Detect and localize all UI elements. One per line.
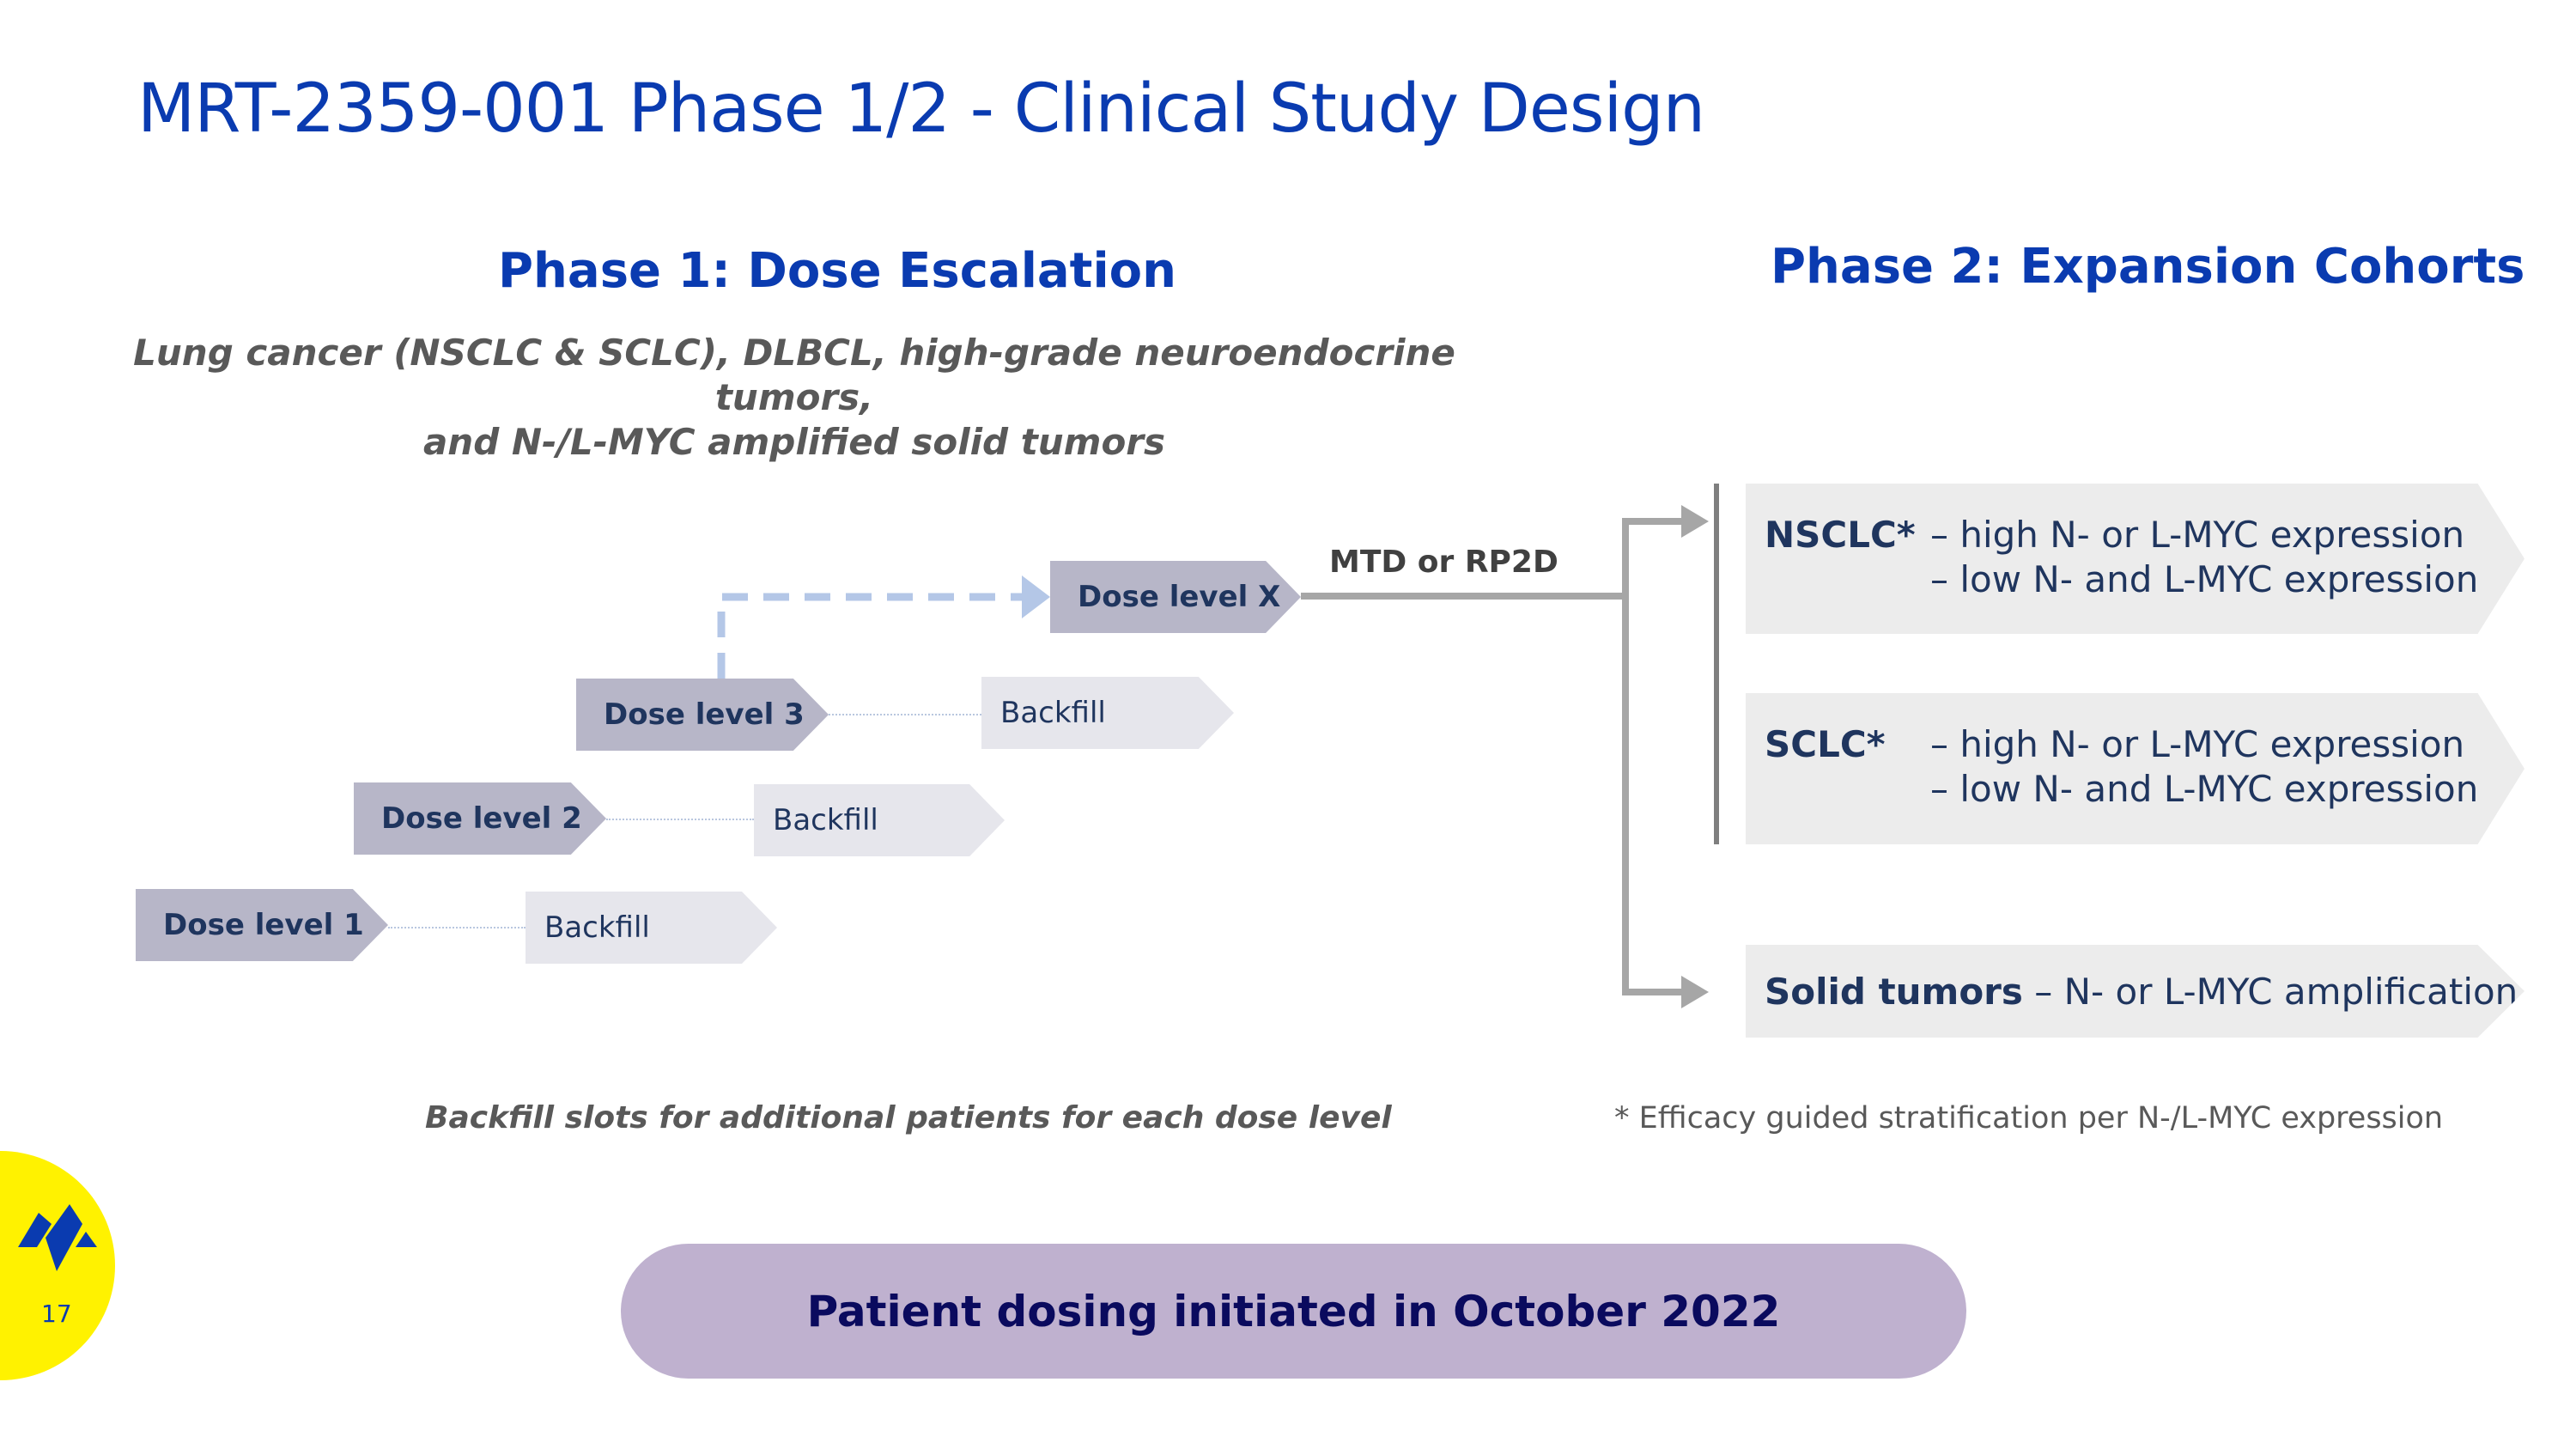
cohort-sclc-name: SCLC* <box>1765 723 1886 765</box>
branch-to-solid-arrowhead <box>1681 976 1709 1008</box>
backfill-2: Backfill <box>754 784 1005 856</box>
phase1-heading: Phase 1: Dose Escalation <box>498 243 1176 299</box>
dosing-initiated-banner: Patient dosing initiated in October 2022 <box>621 1244 1966 1379</box>
phase1-indications: Lung cancer (NSCLC & SCLC), DLBCL, high-… <box>86 331 1503 465</box>
escalation-arrowhead <box>1022 575 1050 618</box>
backfill-note: Backfill slots for additional patients f… <box>425 1100 1392 1135</box>
cohort-nsclc-low: – low N- and L-MYC expression <box>1930 558 2479 600</box>
phase2-heading: Phase 2: Expansion Cohorts <box>1771 239 2525 295</box>
backfill-3: Backfill <box>981 677 1234 749</box>
cohort-nsclc: NSCLC* – high N- or L-MYC expression – l… <box>1746 484 2524 634</box>
dose-level-x: Dose level X <box>1050 561 1301 633</box>
indications-line-1: Lung cancer (NSCLC & SCLC), DLBCL, high-… <box>133 332 1455 418</box>
dose2-backfill-link <box>606 819 754 820</box>
cohort-solid-tumors: Solid tumors – N- or L-MYC amplification <box>1746 945 2524 1038</box>
cohort-sclc: SCLC* – high N- or L-MYC expression – lo… <box>1746 693 2524 844</box>
page-number: 17 <box>41 1300 72 1328</box>
dose-level-1: Dose level 1 <box>136 889 388 961</box>
branch-to-lung-arrowhead <box>1681 505 1709 538</box>
cohort-solid-desc: – N- or L-MYC amplification <box>2022 970 2518 1013</box>
company-logo-icon <box>18 1204 97 1271</box>
cohort-solid-name: Solid tumors <box>1765 970 2023 1013</box>
indications-line-2: and N-/L-MYC amplified solid tumors <box>422 421 1166 463</box>
cohort-sclc-high: – high N- or L-MYC expression <box>1930 723 2465 765</box>
slide-title: MRT-2359-001 Phase 1/2 - Clinical Study … <box>137 70 1705 148</box>
cohort-nsclc-high: – high N- or L-MYC expression <box>1930 514 2465 556</box>
mtd-rp2d-label: MTD or RP2D <box>1329 545 1558 580</box>
dose-level-2: Dose level 2 <box>354 782 606 855</box>
dose-level-3: Dose level 3 <box>576 679 829 751</box>
dose1-backfill-link <box>388 927 526 928</box>
dose3-backfill-link <box>829 714 981 715</box>
escalation-dashed-arrow <box>717 593 1030 679</box>
stratification-footnote: * Efficacy guided stratification per N-/… <box>1614 1101 2444 1135</box>
cohort-nsclc-name: NSCLC* <box>1765 514 1916 556</box>
backfill-1: Backfill <box>526 892 777 964</box>
cohort-sclc-low: – low N- and L-MYC expression <box>1930 768 2479 810</box>
